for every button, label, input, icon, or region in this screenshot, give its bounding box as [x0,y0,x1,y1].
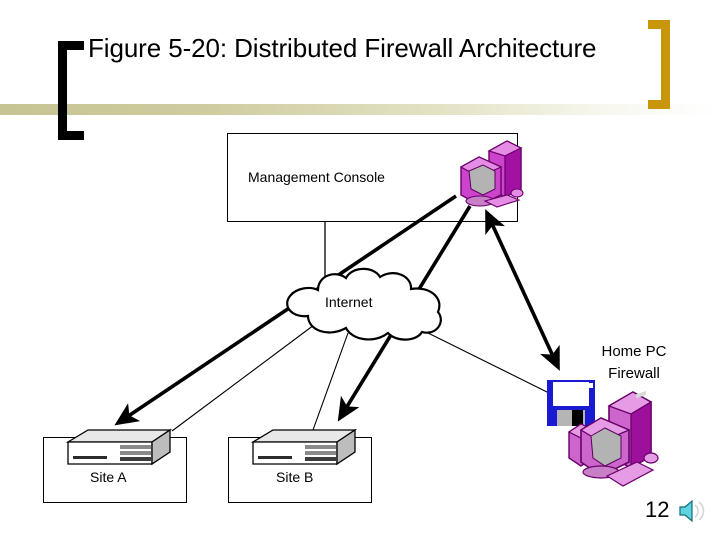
floppy-disk-icon [547,380,595,426]
home-pc-label-line1: Home PC [601,343,667,360]
left-bracket-decoration [58,41,84,140]
site-b-label: Site B [276,469,314,485]
connector-internet-to-site-b [312,332,349,431]
site-a-label: Site A [90,469,127,485]
home-pc-label-line2: Firewall [608,365,660,382]
speaker-icon[interactable] [678,498,708,524]
connector-console-to-home-pc [485,209,560,371]
router-icon [65,428,173,466]
page-title: Figure 5-20: Distributed Firewall Archit… [88,33,597,63]
internet-label: Internet [325,294,373,310]
right-bracket-decoration [648,20,670,109]
desktop-pc-icon [459,140,524,208]
page-number: 12 [645,497,670,522]
desktop-pc-icon [567,391,659,487]
router-icon [250,428,358,466]
management-console-label: Management Console [248,169,385,185]
title-accent-band [0,104,720,115]
cloud-icon [286,267,442,341]
home-pc-firewall-label: Home PC Firewall [588,341,680,385]
